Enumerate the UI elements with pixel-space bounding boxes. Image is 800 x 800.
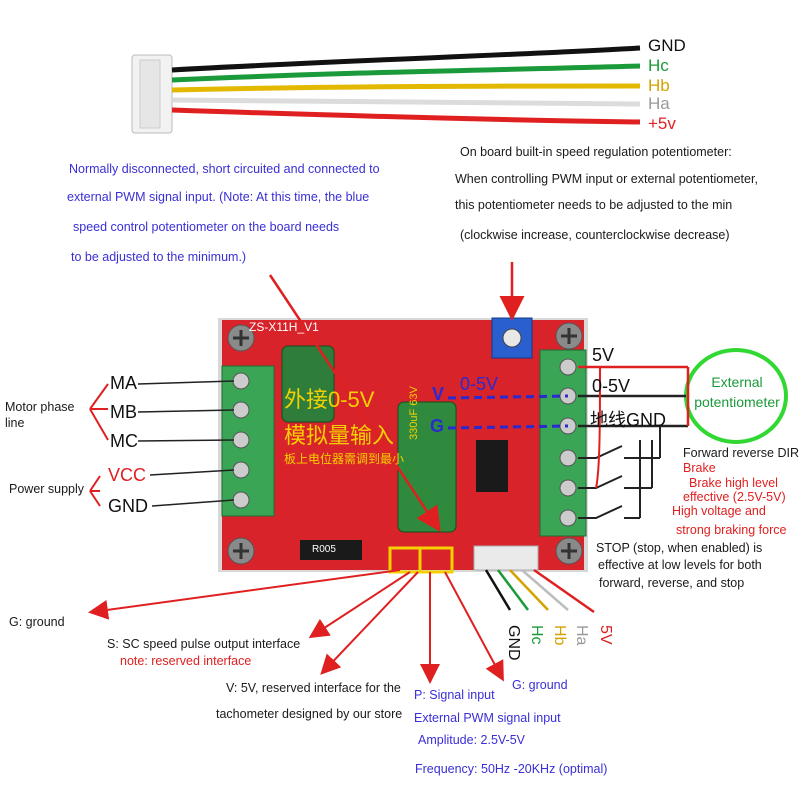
onboard-potentiometer [491, 317, 533, 359]
motor-phase-label: Motor phase [5, 400, 75, 414]
v-label: V: 5V, reserved interface for the [226, 681, 401, 695]
g-ground-label-2: G: ground [512, 678, 568, 692]
mounting-screws [227, 322, 583, 565]
brake-label: Brake [683, 461, 716, 475]
wire-label-hc: Hc [648, 56, 669, 75]
pot-note-line: this potentiometer needs to be adjusted … [455, 198, 733, 212]
board-v-range: 0-5V [460, 374, 499, 394]
fwd-rev-label: Forward reverse DIR [683, 446, 799, 460]
hall-label-5v: 5V [597, 625, 614, 645]
wire-label-gnd: GND [648, 36, 686, 55]
hall-label-hc: Hc [528, 625, 545, 645]
terminal-5v: 5V [592, 345, 615, 365]
wire-label-5v: +5v [648, 114, 676, 133]
board-v-mark: V [432, 384, 445, 404]
wire-hc [171, 63, 641, 83]
pot-note-line: When controlling PWM input or external p… [455, 172, 758, 186]
stop-switch [578, 505, 640, 519]
board-cn-3: 板上电位器需调到最小 [284, 452, 405, 466]
p-label-3: Amplitude: 2.5V-5V [418, 733, 526, 747]
terminal-ma: MA [110, 373, 137, 393]
wire-ha [171, 97, 641, 107]
terminal-0-5v: 0-5V [592, 376, 631, 396]
motor-power-terminal-block [221, 365, 275, 517]
pot-note-line: On board built-in speed regulation poten… [460, 145, 732, 159]
stop-label-3: forward, reverse, and stop [599, 576, 745, 590]
brake-label-3: effective (2.5V-5V) [683, 490, 786, 504]
board-g-mark: G [430, 416, 445, 436]
pwm-note-line: to be adjusted to the minimum.) [71, 250, 247, 264]
terminal-gnd: GND [108, 496, 148, 516]
control-terminal-block [539, 349, 587, 537]
hall-label-hb: Hb [551, 625, 568, 646]
brake-label-2: Brake high level [689, 476, 778, 490]
pwm-note-line: speed control potentiometer on the board… [73, 220, 340, 234]
power-supply-label: Power supply [9, 482, 85, 496]
board-cn-2: 模拟量输入 [284, 423, 395, 448]
brake-label-5: strong braking force [676, 523, 787, 537]
wire-hb [171, 83, 641, 93]
terminal-gnd-right: 地线GND [590, 410, 666, 430]
s-label-2: note: reserved interface [120, 654, 252, 668]
hall-header [473, 545, 539, 571]
hall-label-gnd: GND [505, 625, 522, 661]
pwm-note-line: external PWM signal input. (Note: At thi… [67, 190, 370, 204]
g-ground-label: G: ground [9, 615, 65, 629]
terminal-mb: MB [110, 402, 137, 422]
driver-ic [476, 440, 508, 492]
wire-label-ha: Ha [648, 94, 670, 113]
brake-label-4: High voltage and [672, 504, 766, 518]
board-cn-1: 外接0-5V [284, 387, 375, 412]
wire-gnd [171, 45, 641, 73]
hall-label-ha: Ha [573, 625, 590, 646]
stop-label-2: effective at low levels for both [598, 558, 762, 572]
resistor-r005 [300, 540, 362, 560]
p-label-4: Frequency: 50Hz -20KHz (optimal) [415, 762, 608, 776]
motor-phase-label-2: line [5, 416, 25, 430]
p-label: P: Signal input [414, 688, 495, 702]
board-title: ZS-X11H_V1 [249, 320, 319, 334]
external-potentiometer-label: External potentiometer [694, 374, 780, 410]
stop-label: STOP (stop, when enabled) is [596, 541, 763, 555]
dir-switch [578, 445, 660, 459]
board-cap: 330uF 63V [408, 386, 420, 440]
wire-label-hb: Hb [648, 76, 670, 95]
v-label-2: tachometer designed by our store [216, 707, 403, 721]
s-label: S: SC speed pulse output interface [107, 637, 301, 651]
pot-note-line: (clockwise increase, counterclockwise de… [460, 228, 730, 242]
terminal-vcc: VCC [108, 465, 147, 485]
p-label-2: External PWM signal input [414, 711, 561, 725]
board-resistor: R005 [312, 544, 336, 555]
capacitor [281, 345, 335, 423]
terminal-mc: MC [110, 431, 138, 451]
pwm-note-line: Normally disconnected, short circuited a… [69, 162, 380, 176]
wire-5v [171, 107, 641, 125]
